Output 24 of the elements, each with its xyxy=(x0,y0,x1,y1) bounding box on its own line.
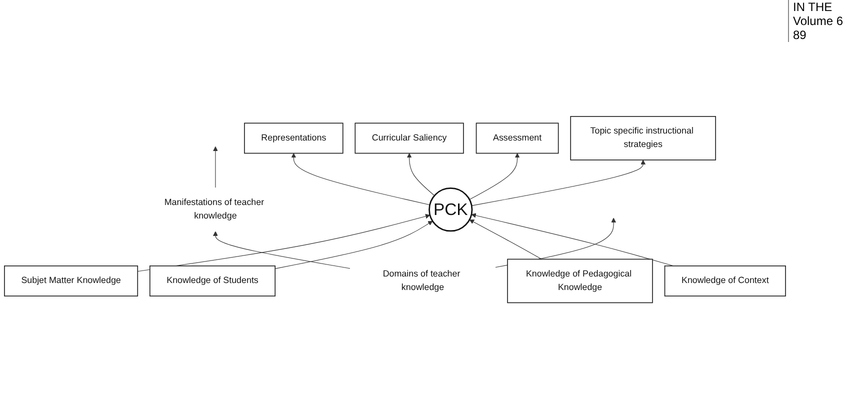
arrow xyxy=(213,146,218,189)
node-box: Assessment xyxy=(476,123,559,154)
arrow xyxy=(291,153,430,206)
arrow xyxy=(213,232,351,270)
arrow xyxy=(469,153,520,200)
node-box: Knowledge of Context xyxy=(664,266,786,297)
node-text: Domains of teacher knowledge xyxy=(382,270,460,293)
node-box: Knowledge of Students xyxy=(149,266,276,297)
page-header-text: IN THE xyxy=(793,0,834,14)
arrow xyxy=(471,160,646,206)
node-box: Representations xyxy=(244,123,344,154)
node-circle: PCK xyxy=(428,188,473,232)
arrow xyxy=(406,153,435,196)
page-header-text: Volume 6 xyxy=(793,14,844,28)
node-box: Knowledge of Pedagogical Knowledge xyxy=(507,259,653,304)
page-header-text: 89 xyxy=(793,28,808,42)
arrow xyxy=(137,214,430,272)
node-box: Topic specific instructional strategies xyxy=(570,116,716,161)
arrow xyxy=(469,220,542,260)
node-text: Manifestations of teacher knowledge xyxy=(164,198,264,222)
node-box: Subjet Matter Knowledge xyxy=(4,266,138,297)
arrow xyxy=(471,214,674,267)
node-box: Curricular Saliency xyxy=(354,123,464,154)
arrow xyxy=(274,221,433,270)
